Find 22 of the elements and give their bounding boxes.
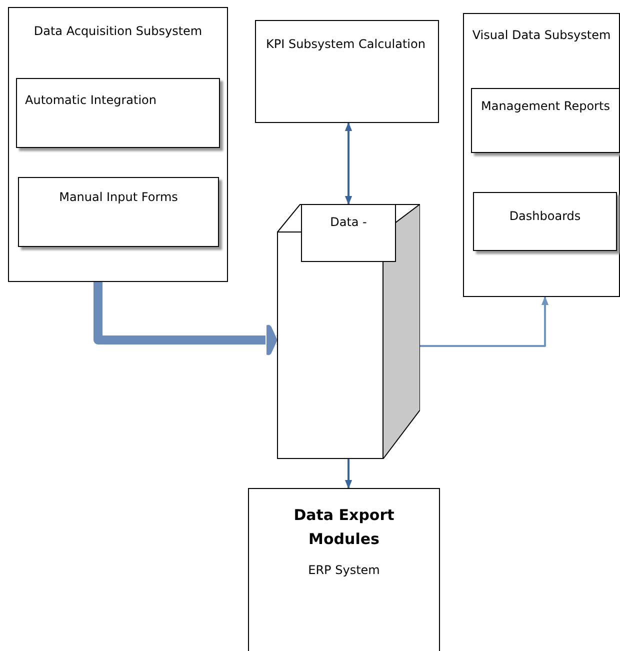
box-title: Management Reports [480,98,611,115]
box-title: Data - [329,214,368,231]
subsystem-panel [463,13,620,297]
process-box [471,88,620,153]
double-arrow [344,122,352,205]
arrow [344,459,352,489]
box-title: Manual Input Forms [58,189,179,206]
process-box [18,177,219,247]
process-box [301,204,396,262]
panel-title: Data Acquisition Subsystem [32,23,204,40]
process-box [16,78,220,148]
process-box [255,20,439,123]
process-box [473,192,617,251]
box-title: Automatic Integration [25,92,158,109]
panel-title: Visual Data Subsystem [471,27,612,44]
box-title: KPI Subsystem Calculation [266,36,426,53]
arrow [420,296,549,347]
box-title: Data Export Modules [292,505,396,550]
process-box [248,488,440,651]
subsystem-panel [8,7,228,282]
box-title: Dashboards [508,208,582,225]
box-text: ERP System [307,562,381,579]
